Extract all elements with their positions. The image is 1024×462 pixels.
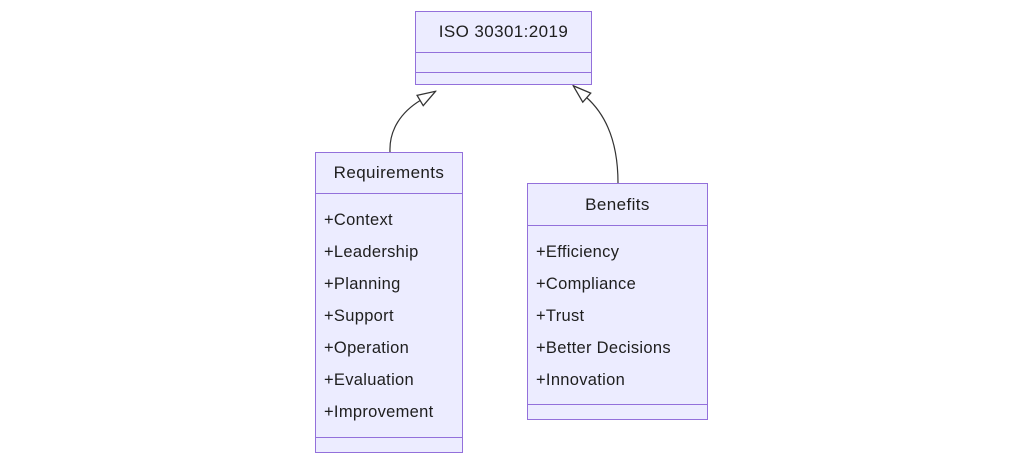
class-attribute: +Better Decisions — [536, 339, 671, 357]
class-attribute: +Context — [324, 211, 393, 229]
class-node-requirements: Requirements +Context +Leadership +Plann… — [315, 152, 463, 453]
class-node-benefits: Benefits +Efficiency +Compliance +Trust … — [527, 183, 708, 420]
class-attribute: +Evaluation — [324, 371, 414, 389]
methods-compartment — [416, 73, 591, 84]
methods-compartment — [528, 404, 707, 419]
class-attribute: +Compliance — [536, 275, 637, 293]
class-title: Benefits — [528, 184, 707, 226]
inheritance-edge-requirements — [389, 100, 421, 153]
class-title: Requirements — [316, 153, 462, 194]
inheritance-edge-benefits — [586, 97, 619, 184]
class-attribute: +Efficiency — [536, 243, 620, 261]
class-attribute: +Leadership — [324, 243, 419, 261]
methods-compartment — [316, 437, 462, 452]
attributes-compartment — [416, 53, 591, 73]
class-attribute: +Trust — [536, 307, 585, 325]
class-attribute: +Planning — [324, 275, 401, 293]
attributes-compartment: +Efficiency +Compliance +Trust +Better D… — [528, 226, 707, 404]
class-attribute: +Improvement — [324, 403, 434, 421]
class-attribute: +Support — [324, 307, 394, 325]
class-attribute: +Innovation — [536, 371, 626, 389]
attributes-compartment: +Context +Leadership +Planning +Support … — [316, 194, 462, 437]
class-attribute: +Operation — [324, 339, 410, 357]
class-node-iso30301: ISO 30301:2019 — [415, 11, 592, 85]
class-title: ISO 30301:2019 — [416, 12, 591, 53]
